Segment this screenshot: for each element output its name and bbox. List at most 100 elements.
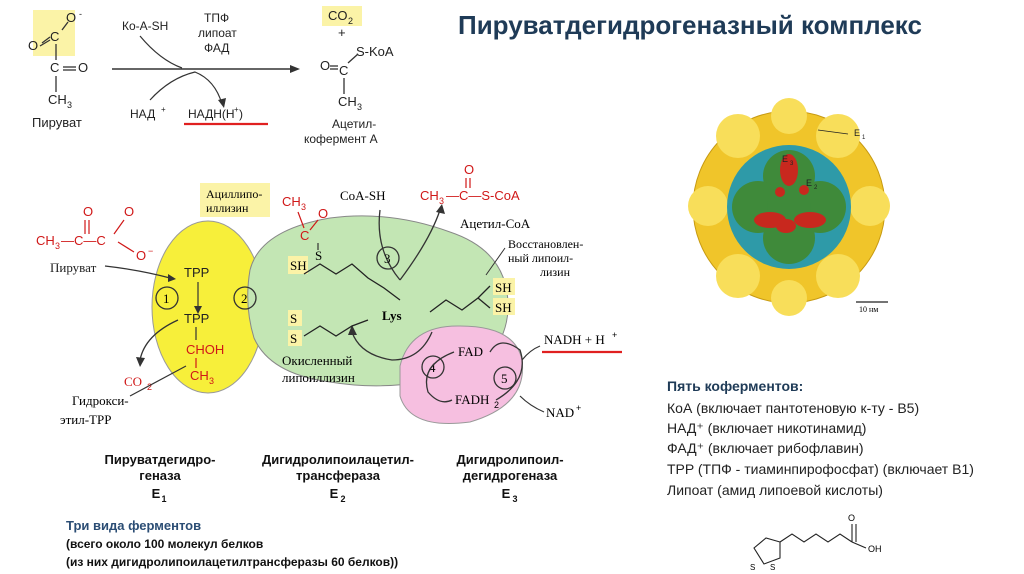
cycle-coa-sh: CoA-SH: [340, 188, 386, 203]
svg-text:S: S: [290, 331, 297, 346]
svg-text:3: 3: [357, 102, 362, 112]
cycle-co2: CO: [124, 374, 142, 389]
svg-text:+: +: [612, 330, 617, 340]
step-4: 4: [429, 360, 436, 375]
svg-text:3: 3: [301, 202, 306, 212]
svg-text:O: O: [124, 204, 134, 219]
svg-text:O: O: [320, 58, 330, 73]
e2-code: E: [330, 486, 339, 501]
co2-highlight: [322, 6, 362, 26]
coenzyme-line: НАД⁺ (включает никотинамид): [667, 420, 867, 436]
svg-text:O: O: [318, 206, 328, 221]
e1-code: E: [152, 486, 161, 501]
pyruvate-o-minus: O: [66, 10, 76, 25]
svg-text:-: -: [79, 9, 82, 19]
reduced-sh-2: SH: [495, 300, 512, 315]
e3-name-2: дегидрогеназа: [463, 468, 558, 483]
svg-text:CH: CH: [338, 94, 357, 109]
top-nadh: НАДН(Н: [188, 107, 235, 121]
svg-text:C: C: [300, 228, 309, 243]
svg-text:+: +: [161, 105, 166, 114]
pyruvate-label: Пируват: [32, 115, 82, 130]
reduced-label-3: лизин: [540, 265, 571, 279]
fadh-label: FADH: [455, 392, 489, 407]
step-5: 5: [501, 371, 508, 386]
svg-text:−: −: [148, 246, 153, 256]
top-cofactor-fad: ФАД: [204, 41, 229, 55]
acetyl-coa-label: Ацетил-CoA: [460, 216, 531, 231]
tpp-middle: TPP: [184, 311, 209, 326]
tpp-top: TPP: [184, 265, 209, 280]
acetyl-label-1: Ацетил-: [332, 117, 376, 131]
micro-e1: E: [854, 128, 860, 138]
enzyme-types-title: Три вида ферментов: [66, 518, 202, 533]
lipoate-s2: S: [770, 563, 775, 572]
svg-text:C: C: [339, 63, 348, 78]
top-cofactor-lipoate: липоат: [198, 26, 237, 40]
svg-text:CH: CH: [282, 194, 301, 209]
svg-text:—C—C: —C—C: [61, 233, 106, 248]
top-s-koa: S-KoA: [356, 44, 394, 59]
fad-label: FAD: [458, 344, 483, 359]
step-1: 1: [163, 291, 170, 306]
carboxyl-highlight: [33, 10, 75, 56]
svg-text:1: 1: [161, 494, 166, 504]
micro-scale: 10 нм: [859, 305, 878, 314]
nadh-h-label: NADH + H: [544, 332, 605, 347]
reduced-sh-1: SH: [495, 280, 512, 295]
svg-text:2: 2: [147, 382, 152, 392]
svg-text:O: O: [464, 162, 474, 177]
e1-name-2: геназа: [139, 468, 181, 483]
e2-name-2: трансфераза: [296, 468, 381, 483]
cycle-pyruvate-label: Пируват: [50, 260, 97, 275]
nad-label: NAD: [546, 405, 574, 420]
enzyme-names: Пируватдегидро- геназа E 1 Дигидролипоил…: [105, 452, 564, 504]
choh: CHOH: [186, 342, 224, 357]
svg-text:2: 2: [814, 185, 818, 191]
step-2: 2: [241, 291, 248, 306]
top-cofactor-tpf: ТПФ: [204, 11, 229, 25]
lipoate-oh: OH: [868, 544, 882, 554]
e3-name-1: Дигидролипоил-: [456, 452, 563, 467]
lipoate-s1: S: [750, 563, 755, 572]
lipoate-o: O: [848, 513, 855, 523]
hydroxy-label-2: этил-TPP: [60, 412, 111, 427]
step-3: 3: [384, 251, 391, 266]
complex-micrograph: E 1 E 3 E 2 10 нм: [688, 98, 890, 316]
svg-text:+: +: [234, 105, 239, 114]
svg-text:O: O: [83, 204, 93, 219]
coenzyme-line: ФАД⁺ (включает рибофлавин): [667, 440, 864, 456]
micro-e3: E: [782, 154, 788, 164]
svg-text:3: 3: [439, 196, 444, 206]
svg-text:3: 3: [209, 376, 214, 386]
acyl-s: S: [315, 248, 322, 263]
svg-text:2: 2: [340, 494, 345, 504]
e2-name-1: Дигидролипоилацетил-: [262, 452, 414, 467]
coenzymes-title: Пять коферментов:: [667, 378, 804, 394]
pyruvate-o1: O: [28, 38, 38, 53]
svg-text:O: O: [136, 248, 146, 263]
top-nad: НАД: [130, 107, 155, 121]
coenzyme-line: КоА (включает пантотеновую к-ту - В5): [667, 400, 920, 416]
pyruvate-o2: O: [78, 60, 88, 75]
top-coa-sh: Ко-А-SH: [122, 19, 168, 33]
e1-name-1: Пируватдегидро-: [105, 452, 216, 467]
acetyl-label-2: кофермент А: [304, 132, 378, 146]
enzyme-cycle-diagram: CH 3 —C—C O O O − Пируват TPP TPP CHOH C…: [36, 162, 622, 427]
top-co2: CO: [328, 8, 348, 23]
reduced-label-2: ный липоил-: [508, 251, 573, 265]
svg-text:—C—S-CoA: —C—S-CoA: [446, 188, 520, 203]
svg-text:S: S: [290, 311, 297, 326]
pyruvate-c1: C: [50, 29, 59, 44]
svg-text:2: 2: [348, 16, 353, 26]
lys-label: Lys: [382, 308, 402, 323]
reduced-label-1: Восстановлен-: [508, 237, 583, 251]
svg-text:2: 2: [494, 400, 499, 410]
micro-e2: E: [806, 178, 812, 188]
svg-text:3: 3: [512, 494, 517, 504]
acyl-label-1: Ациллипо-: [206, 187, 262, 201]
hydroxy-label-1: Гидрокси-: [72, 393, 129, 408]
oxidized-label-1: Окисленный: [282, 353, 352, 368]
cycle-pyruvate-ch3: CH: [36, 233, 55, 248]
pyruvate-ch3: CH: [48, 92, 67, 107]
